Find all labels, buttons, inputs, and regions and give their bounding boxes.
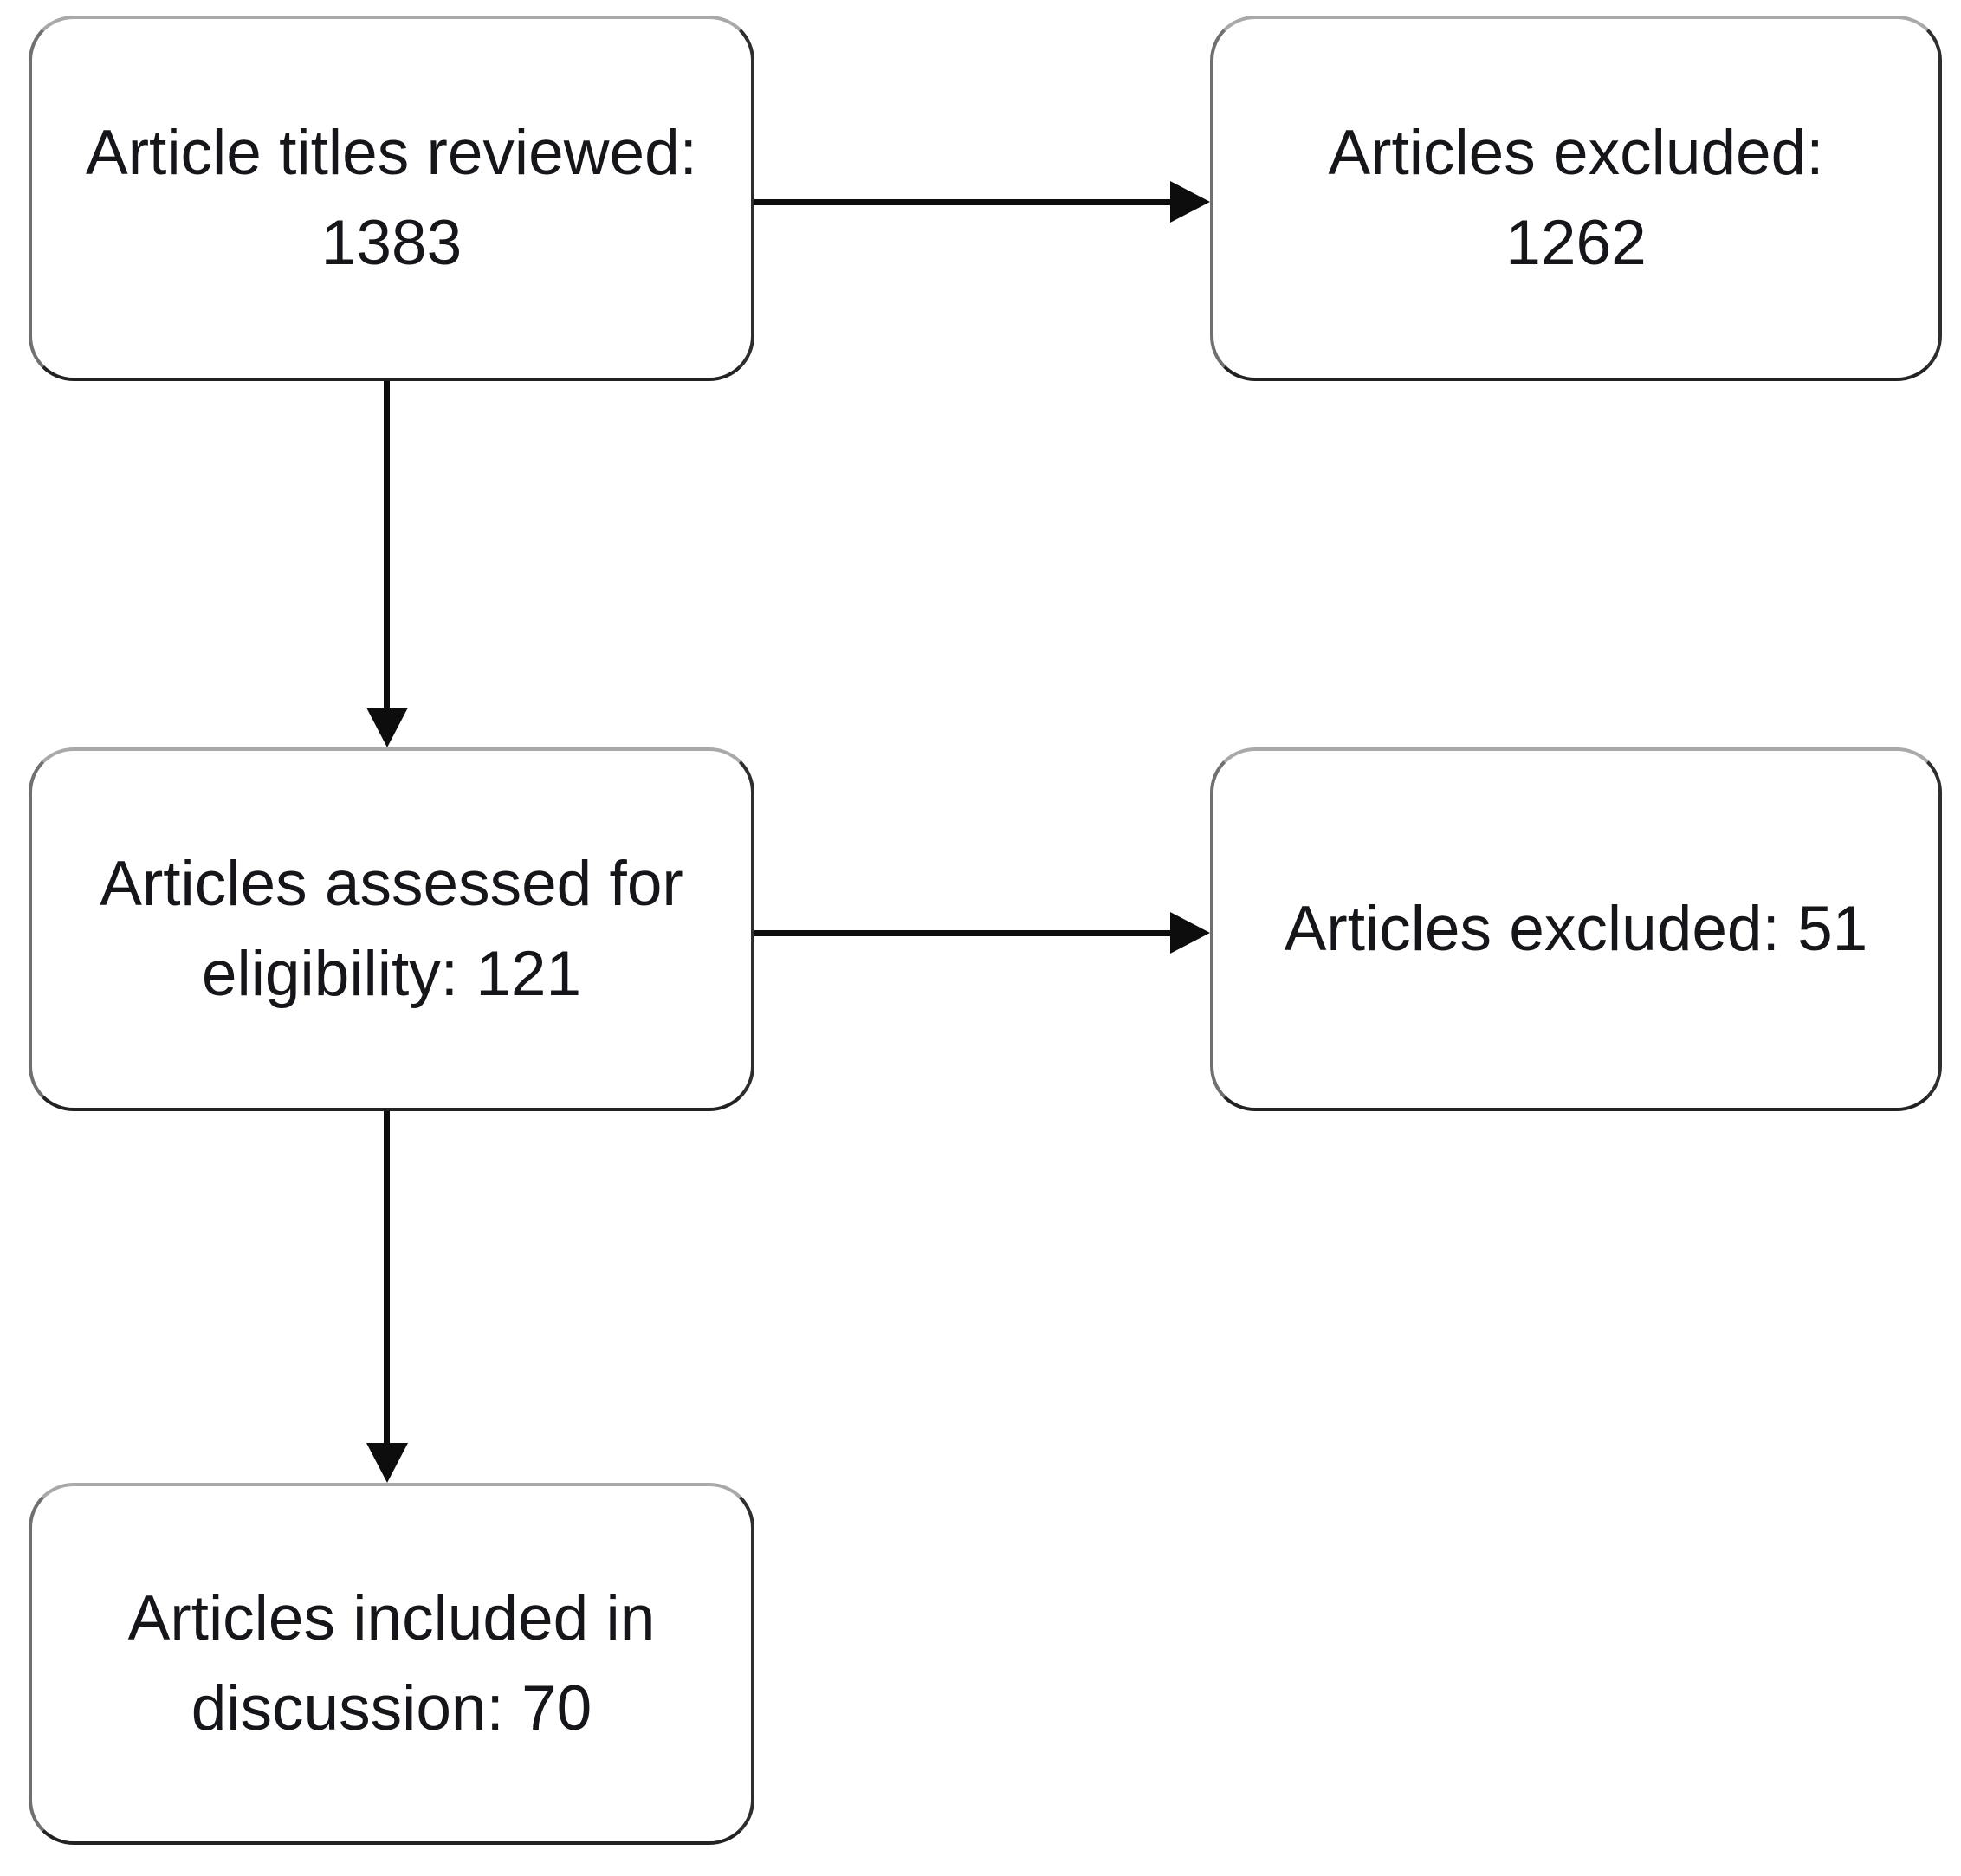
arrow-titles-to-excluded xyxy=(754,199,1175,205)
right-arrowhead-icon xyxy=(1170,912,1210,954)
node-text-line: Articles excluded: xyxy=(1328,118,1824,188)
down-arrowhead-icon xyxy=(366,1443,408,1483)
node-text-line: 1383 xyxy=(320,208,463,278)
down-arrowhead-icon xyxy=(366,708,408,747)
node-articles-excluded-secondary: Articles excluded: 51 xyxy=(1210,747,1942,1111)
arrow-assessed-to-excluded xyxy=(754,930,1175,936)
node-articles-included: Articles included in discussion: 70 xyxy=(29,1483,754,1845)
node-articles-excluded-primary: Articles excluded: 1262 xyxy=(1210,16,1942,381)
node-text-line: Article titles reviewed: xyxy=(86,118,697,188)
node-text-line: eligibility: 121 xyxy=(201,939,582,1009)
node-text-line: Articles excluded: 51 xyxy=(1284,894,1868,964)
node-text-line: 1262 xyxy=(1505,208,1647,278)
node-text-line: discussion: 70 xyxy=(191,1673,592,1743)
node-text-line: Articles assessed for xyxy=(100,849,683,919)
node-text-line: Articles included in xyxy=(127,1583,656,1653)
node-articles-assessed: Articles assessed for eligibility: 121 xyxy=(29,747,754,1111)
arrow-titles-to-assessed xyxy=(384,381,390,713)
right-arrowhead-icon xyxy=(1170,181,1210,223)
arrow-assessed-to-included xyxy=(384,1111,390,1448)
node-article-titles-reviewed: Article titles reviewed: 1383 xyxy=(29,16,754,381)
